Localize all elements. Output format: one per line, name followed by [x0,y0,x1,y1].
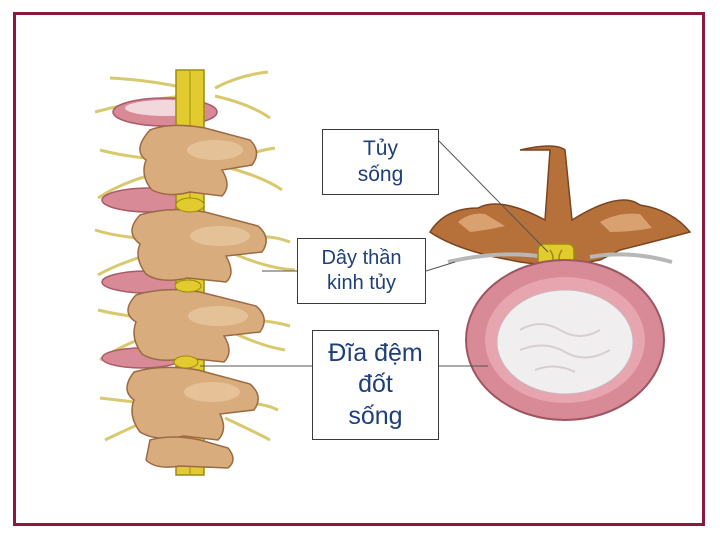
disc-nucleus [497,290,633,394]
intervertebral-disc-label: Đĩa đệm đốt sống [312,330,439,440]
spinal-cord-label-text: Tủy sống [358,136,404,189]
vertebra-cross-section [430,146,690,420]
spinal-nerve-label: Dây thần kinh tủy [297,238,426,304]
vertebral-column [95,70,295,475]
vertebrae [127,125,266,468]
spinal-cord-label: Tủy sống [322,129,439,195]
spinal-nerve-label-text: Dây thần kinh tủy [321,246,401,296]
intervertebral-disc-label-text: Đĩa đệm đốt sống [328,338,422,432]
